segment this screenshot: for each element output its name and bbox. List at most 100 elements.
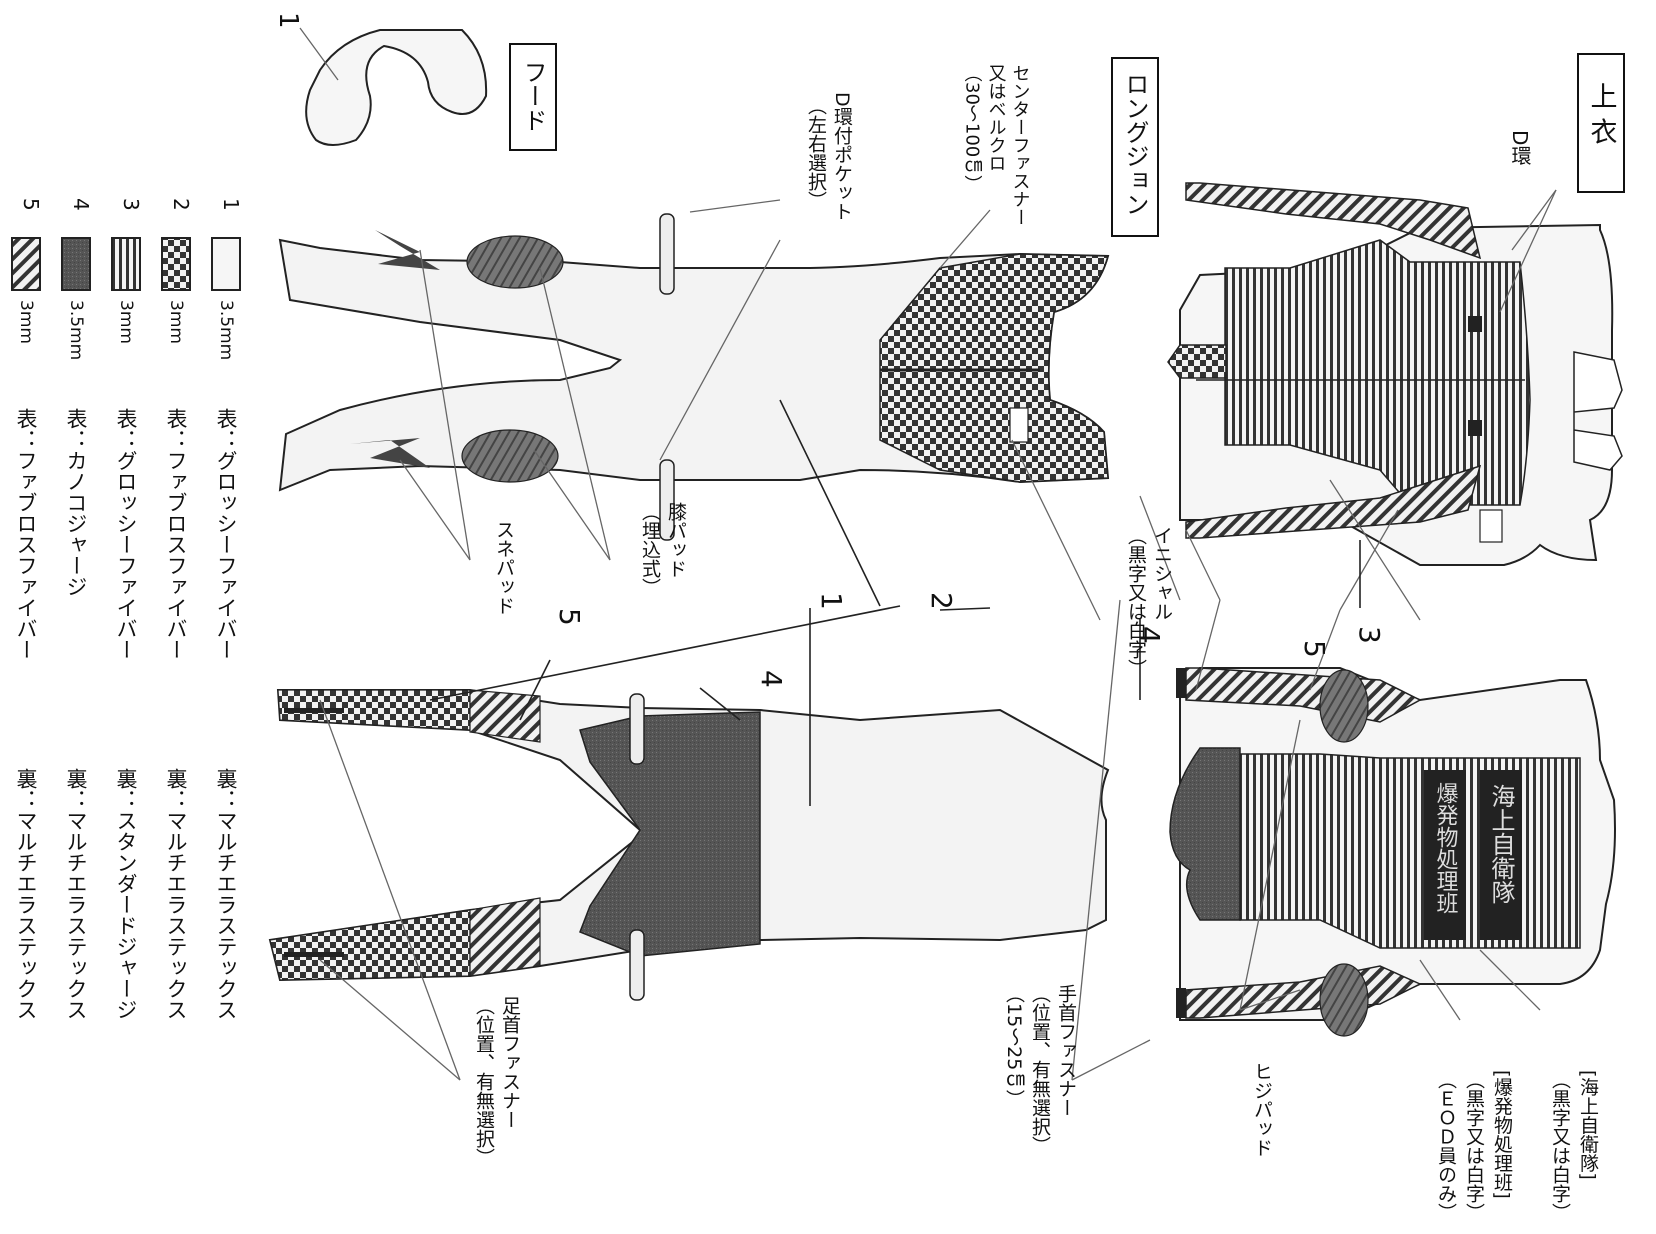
jacket-back-dark-panel — [1169, 747, 1241, 921]
jacket-title: 上 衣 — [1586, 82, 1618, 145]
long-john-num-1: 1 — [815, 592, 848, 610]
elbow-pad-right — [1319, 963, 1369, 1037]
legend-inner: 裏：マルチエラステックス — [64, 768, 88, 1020]
legend-outer: 表：グロッシーファイバー — [214, 408, 238, 660]
label-ankle-zip-line2: （位置、有無選択） — [473, 996, 495, 1167]
label-msdf-line2: （黒字又は白字） — [1549, 1070, 1571, 1222]
legend-thickness: 3mm — [166, 300, 186, 344]
legend-inner: 裏：マルチエラステックス — [214, 768, 238, 1020]
jacket-num-5: 5 — [1298, 640, 1331, 658]
long-john-initial-patch — [1009, 407, 1029, 443]
legend-row: 4 3.5mm 表：カノコジャージ 裏：マルチエラステックス — [61, 198, 93, 1020]
label-msdf-line1: [海上自衛隊] — [1577, 1070, 1599, 1180]
legend-outer: 表：グロッシーファイバー — [114, 408, 138, 660]
d-ring-right — [1468, 420, 1482, 436]
legend-thickness: 3.5mm — [216, 300, 236, 360]
ankle-zip-left — [284, 708, 344, 713]
legend-swatch-plain — [211, 237, 241, 291]
label-center-zip-line2: 又はベルクロ — [986, 64, 1007, 172]
legend-thickness: 3mm — [116, 300, 136, 344]
jacket-title-box: 上 衣 — [1577, 53, 1625, 193]
jacket-num-4: 4 — [1133, 626, 1166, 644]
leader-lines — [299, 27, 1557, 1081]
back-pocket-right — [629, 929, 645, 1001]
long-john-title: ロングジョン — [1121, 72, 1149, 216]
legend-swatch-stripe — [111, 237, 141, 291]
legend-outer: 表：ファブロスファイバー — [14, 408, 38, 660]
jacket-front-collar — [1573, 351, 1623, 471]
legend-thickness: 3mm — [16, 300, 36, 344]
long-john-back-knee-diag-left — [469, 689, 541, 743]
jacket-front-torso-stripe — [1224, 239, 1531, 506]
long-john-back-seat-dark — [579, 711, 761, 957]
jacket-front — [1167, 182, 1623, 566]
long-john-num-2: 2 — [925, 592, 958, 610]
chest-print-eod: 爆発物処理班 — [1433, 782, 1459, 914]
elbow-pad-left — [1319, 669, 1369, 743]
label-pocket-line2: （左右選択） — [805, 96, 827, 210]
legend-thickness: 3.5mm — [66, 300, 86, 360]
chest-print-band-1 — [1480, 770, 1522, 940]
legend-num: 4 — [69, 198, 93, 211]
legend-swatch-diag — [11, 237, 41, 291]
hood — [305, 29, 488, 146]
label-ankle-zip-line1: 足首ファスナー — [499, 996, 521, 1129]
shin-pad-left — [375, 230, 440, 270]
legend-inner: 裏：マルチエラステックス — [164, 768, 188, 1020]
legend-inner: 裏：マルチエラステックス — [14, 768, 38, 1020]
label-pocket-line1: D環付ポケット — [831, 92, 853, 221]
legend-outer: 表：ファブロスファイバー — [164, 408, 188, 660]
jacket-front-tail — [1167, 344, 1227, 379]
long-john-front — [278, 213, 1110, 541]
chest-print-band-2 — [1424, 770, 1466, 940]
long-john-back-calf-checker-right — [269, 909, 471, 981]
label-initial-line1: イニシャル — [1151, 526, 1173, 621]
legend-num: 1 — [219, 198, 243, 211]
legend-num: 2 — [169, 198, 193, 211]
d-ring-pocket-left — [659, 213, 675, 295]
long-john-num-4: 4 — [755, 670, 788, 688]
label-eod-line2: （黒字又は白字） — [1463, 1070, 1485, 1222]
d-ring-pocket-right — [659, 459, 675, 541]
legend-row: 2 3mm 表：ファブロスファイバー 裏：マルチエラステックス — [161, 198, 193, 1020]
knee-pad-right — [461, 429, 559, 483]
d-ring-left — [1468, 316, 1482, 332]
chest-print-msdf: 海上自衛隊 — [1487, 784, 1515, 904]
jacket-front-sleeve-left — [1185, 182, 1482, 260]
label-knee-pad-line2: （埋込式） — [639, 502, 661, 597]
long-john-num-5: 5 — [553, 608, 586, 626]
label-d-ring: D環 — [1508, 130, 1532, 165]
label-wrist-zip-line1: 手首ファスナー — [1055, 984, 1077, 1117]
wrist-zip-left — [1176, 668, 1186, 698]
legend-outer: 表：カノコジャージ — [64, 408, 88, 597]
jacket-front-sleeve-right — [1185, 464, 1482, 539]
legend-swatch-dark — [61, 237, 91, 291]
jacket-back-torso-stripe — [1229, 753, 1581, 949]
long-john-front-chest-checker — [879, 253, 1109, 483]
jacket-front-initial-patch — [1479, 509, 1503, 543]
label-elbow-pad: ヒジパッド — [1251, 1062, 1273, 1157]
hood-title-box: フード — [509, 43, 557, 151]
legend-inner: 裏：スタンダードジャージ — [114, 768, 138, 1020]
long-john-back-knee-diag-right — [469, 897, 541, 977]
label-initial-line2: （黒字又は白字） — [1125, 526, 1147, 678]
knee-pad-left — [466, 235, 564, 289]
legend-row: 5 3mm 表：ファブロスファイバー 裏：マルチエラステックス — [11, 198, 43, 1020]
material-legend: 1 3.5mm 表：グロッシーファイバー 裏：マルチエラステックス 2 3mm … — [11, 198, 243, 1020]
legend-row: 1 3.5mm 表：グロッシーファイバー 裏：マルチエラステックス — [211, 198, 243, 1020]
jacket-num-3: 3 — [1353, 626, 1386, 644]
hood-num-1: 1 — [273, 12, 303, 29]
label-wrist-zip-line2: （位置、有無選択） — [1029, 984, 1051, 1155]
label-shin-pad: スネパッド — [493, 520, 515, 615]
shin-pad-right — [350, 438, 430, 468]
long-john-back — [268, 689, 1110, 1001]
legend-swatch-checker — [161, 237, 191, 291]
legend-row: 3 3mm 表：グロッシーファイバー 裏：スタンダードジャージ — [111, 198, 143, 1020]
label-eod-line3: （ＥＯＤ員のみ） — [1435, 1070, 1457, 1222]
hood-outline — [305, 29, 488, 146]
ankle-zip-right — [284, 952, 344, 957]
label-wrist-zip-line3: （15～25㎝） — [1003, 984, 1025, 1108]
label-knee-pad-line1: 膝パッド — [665, 502, 687, 578]
